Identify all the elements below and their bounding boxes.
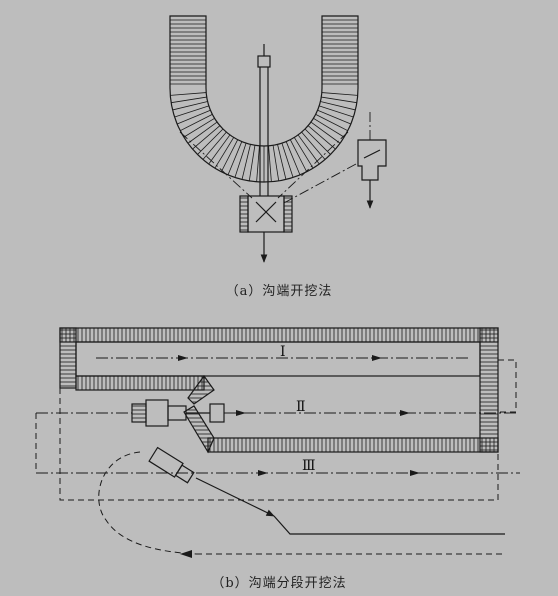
lane-label-2: Ⅱ bbox=[296, 399, 306, 415]
return-arrow bbox=[180, 550, 192, 558]
dashed-boundaries bbox=[35, 359, 517, 555]
caption-part-b: （b）沟端分段开挖法 bbox=[211, 576, 347, 591]
excavator-boom bbox=[257, 44, 271, 196]
bend-banks bbox=[183, 374, 215, 454]
excavator bbox=[239, 195, 293, 263]
ditch-end-staged-excavation-figure: Ⅰ Ⅱ Ⅲ bbox=[35, 327, 520, 558]
reach-lines bbox=[179, 112, 371, 205]
dump-truck bbox=[357, 139, 387, 209]
caption-part-a: （a）沟端开挖法 bbox=[225, 284, 333, 299]
excavator-lane-2 bbox=[131, 399, 225, 427]
trench-outline bbox=[59, 327, 499, 453]
lane-lines bbox=[36, 357, 520, 474]
truck-lane-3 bbox=[148, 446, 505, 535]
ditch-end-excavation-figure bbox=[169, 15, 387, 263]
lane-arrows bbox=[178, 355, 420, 476]
lane-label-3: Ⅲ bbox=[302, 458, 316, 474]
u-shaped-trench bbox=[169, 15, 359, 183]
lane-label-1: Ⅰ bbox=[280, 344, 286, 360]
